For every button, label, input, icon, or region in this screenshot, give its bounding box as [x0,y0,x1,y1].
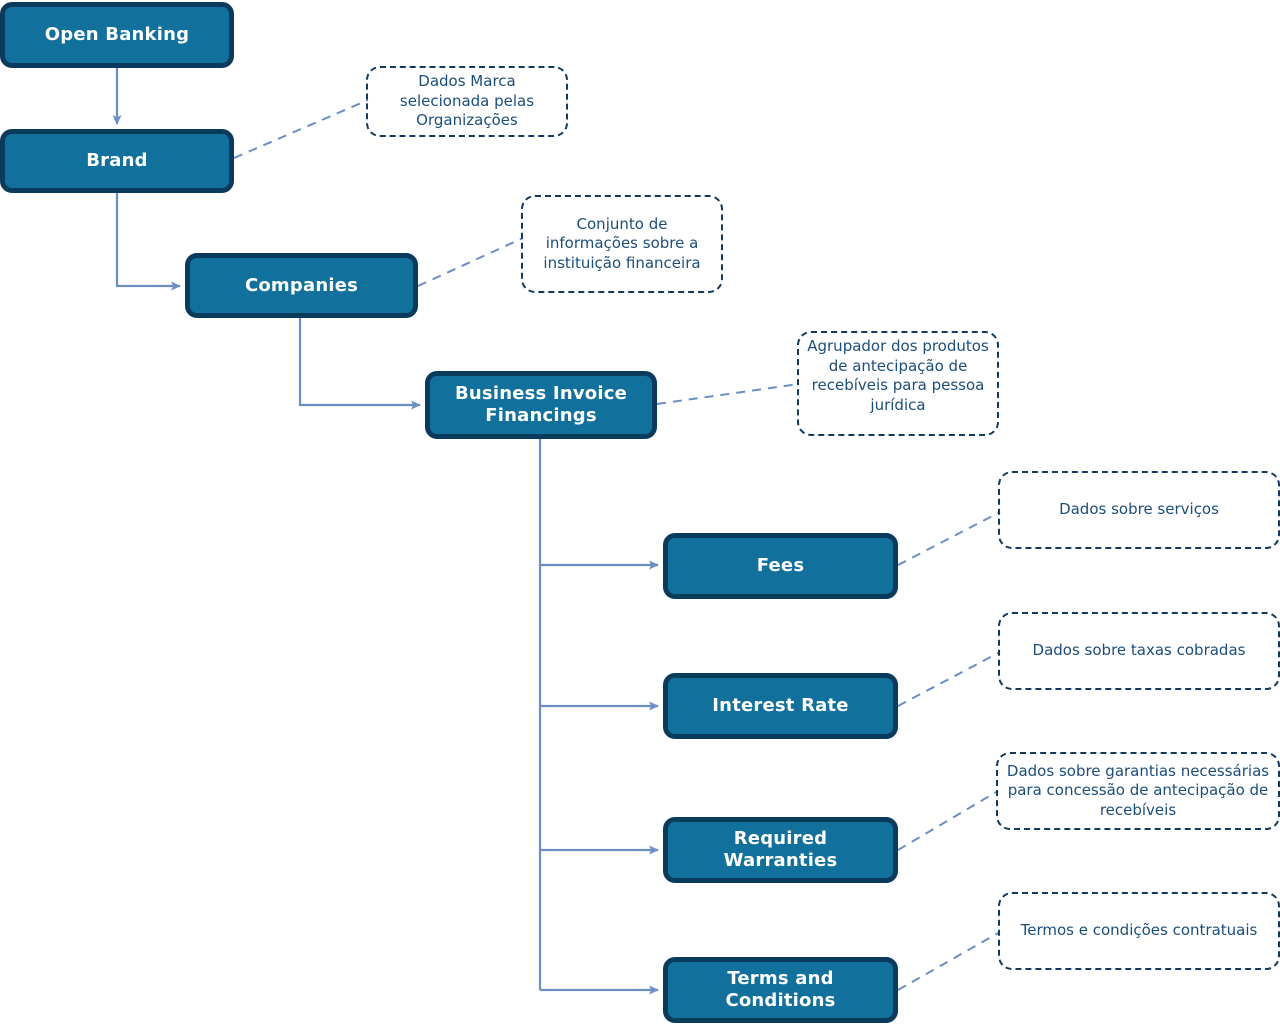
node-label: Open Banking [44,24,190,46]
note-required-warranties: Dados sobre garantias necessárias para c… [996,752,1280,830]
edge-required-warranties-note [897,790,999,851]
edge-fees-note [897,511,1001,566]
node-label: Companies [244,274,359,296]
edge-interest-rate-note [897,651,1001,707]
node-fees[interactable]: Fees [663,533,898,599]
node-label: Interest Rate [712,695,849,717]
node-label: Terms and Conditions [725,968,836,1011]
edge-bif-note [656,383,800,405]
node-companies[interactable]: Companies [185,253,418,318]
edge-terms-note [897,931,1001,991]
note-text: Dados Marca selecionada pelas Organizaçõ… [399,72,535,130]
note-text: Conjunto de informações sobre a institui… [543,214,701,272]
node-label: Business Invoice Financings [455,382,627,427]
edge-brand-companies [115,193,181,291]
node-interest-rate[interactable]: Interest Rate [663,673,898,739]
note-text: Dados sobre serviços [1059,500,1219,519]
node-label: Fees [756,555,805,577]
node-terms-and-conditions[interactable]: Terms and Conditions [663,957,898,1023]
note-interest-rate: Dados sobre taxas cobradas [998,612,1280,690]
note-text: Dados sobre taxas cobradas [1032,641,1246,660]
node-label: Brand [86,150,148,172]
note-brand: Dados Marca selecionada pelas Organizaçõ… [366,66,568,137]
node-open-banking[interactable]: Open Banking [0,2,234,68]
note-fees: Dados sobre serviços [998,471,1280,549]
node-required-warranties[interactable]: Required Warranties [663,817,898,883]
edge-companies-note [417,237,524,287]
node-label: Required Warranties [723,828,838,871]
edge-companies-bif [298,317,421,410]
note-text: Agrupador dos produtos de antecipação de… [807,337,989,414]
note-text: Dados sobre garantias necessárias para c… [1006,761,1270,819]
node-business-invoice-financings[interactable]: Business Invoice Financings [425,371,657,439]
note-companies: Conjunto de informações sobre a institui… [521,195,723,293]
note-terms-and-conditions: Termos e condições contratuais [998,892,1280,970]
note-business-invoice-financings: Agrupador dos produtos de antecipação de… [797,331,999,436]
edge-brand-note [233,99,369,159]
node-brand[interactable]: Brand [0,129,234,193]
note-text: Termos e condições contratuais [1020,921,1258,940]
